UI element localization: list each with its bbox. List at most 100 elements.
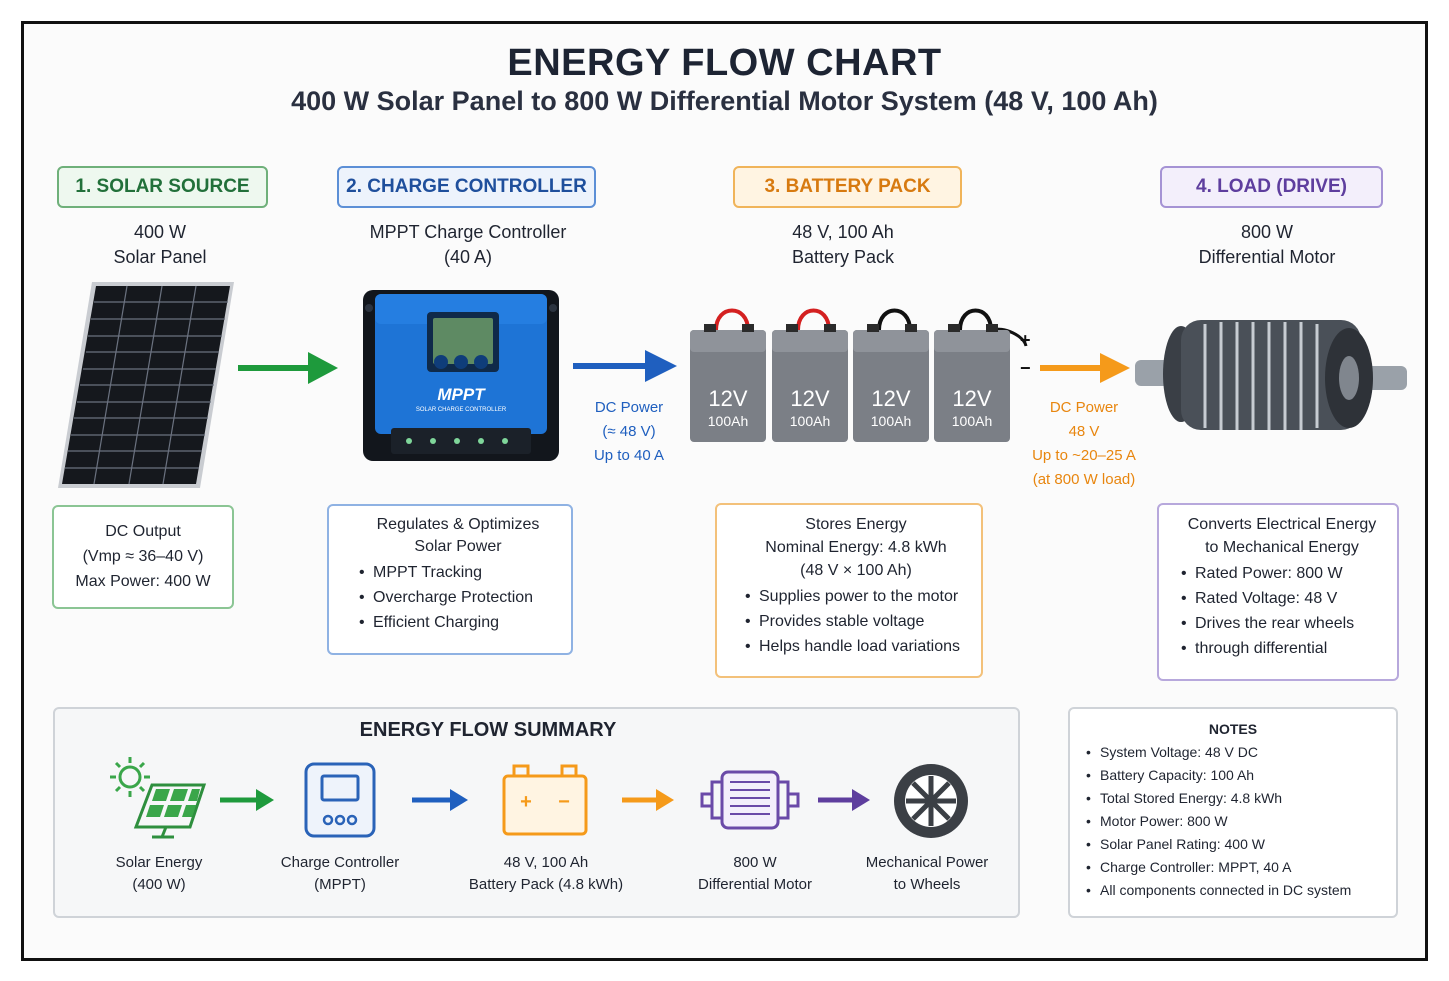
stage-tag-battery: 3. BATTERY PACK (733, 166, 962, 208)
battery-negative-terminal: − (1020, 358, 1031, 378)
stage-tag-solar: 1. SOLAR SOURCE (57, 166, 268, 208)
battery-voltage: 12V (871, 386, 910, 411)
battery-positive-terminal: + (1020, 330, 1031, 350)
callout-bullet: Rated Power: 800 W (1177, 561, 1387, 586)
battery-capacity: 100Ah (708, 413, 748, 429)
flow-line4: (at 800 W load) (1032, 471, 1136, 488)
dc-power-label-orange: DC Power 48 V Up to ~20–25 A (at 800 W l… (1020, 396, 1148, 492)
page-subtitle: 400 W Solar Panel to 800 W Differential … (291, 86, 1158, 116)
battery-capacity: 100Ah (790, 413, 830, 429)
callout-bullet: MPPT Tracking (355, 560, 561, 585)
summary-step-line: 800 W (733, 854, 777, 871)
stage-label-load: 800 W Differential Motor (1160, 220, 1374, 270)
differential-motor-image (1135, 320, 1407, 430)
flow-line3: Up to ~20–25 A (1032, 447, 1136, 464)
callout-title: Regulates & Optimizes (376, 516, 540, 533)
summary-step-line: Charge Controller (280, 854, 400, 871)
summary-step-line: to Wheels (893, 876, 961, 893)
stage-tag-controller: 2. CHARGE CONTROLLER (337, 166, 596, 208)
stage-label-line1: 400 W (133, 222, 187, 242)
notes-item: Total Stored Energy: 4.8 kWh (1084, 787, 1382, 810)
battery-icon-plus: + (520, 791, 532, 813)
stage-label-line2: Solar Panel (113, 247, 207, 267)
summary-step-line: Solar Energy (115, 854, 203, 871)
battery-voltage: 12V (790, 386, 829, 411)
callout-bullet: Drives the rear wheels (1177, 611, 1387, 636)
notes-item: Motor Power: 800 W (1084, 810, 1382, 833)
flow-line1: DC Power (594, 399, 664, 416)
charge-controller-icon (304, 762, 376, 838)
page-title: ENERGY FLOW CHART (507, 42, 942, 84)
summary-arrow-green (220, 789, 274, 811)
motor-icon (700, 770, 800, 830)
battery-capacity: 100Ah (871, 413, 911, 429)
summary-step-line: Differential Motor (698, 876, 812, 893)
dc-power-label-blue: DC Power (≈ 48 V) Up to 40 A (583, 396, 675, 468)
callout-battery: Stores Energy Nominal Energy: 4.8 kWh (4… (715, 503, 983, 678)
stage-tag-load: 4. LOAD (DRIVE) (1160, 166, 1383, 208)
notes-item: Charge Controller: MPPT, 40 A (1084, 856, 1382, 879)
flow-line1: DC Power (1049, 399, 1119, 416)
callout-bullet: Efficient Charging (355, 610, 561, 635)
battery-icon-minus: − (558, 791, 570, 813)
battery-voltage: 12V (708, 386, 747, 411)
callout-title: Stores Energy (805, 516, 907, 533)
stage-label-line2: Battery Pack (791, 247, 895, 267)
callout-title: Converts Electrical Energy (1187, 516, 1377, 533)
callout-solar-output: DC Output (Vmp ≈ 36–40 V) Max Power: 400… (52, 505, 234, 609)
callout-title: (48 V × 100 Ah) (800, 562, 912, 579)
battery-pack-image: + − 12V 100Ah 12V 100Ah 12V 100Ah 12V 10… (690, 308, 1031, 442)
flow-line2: (≈ 48 V) (602, 423, 656, 440)
summary-step-wheels: Mechanical Power to Wheels (852, 852, 1002, 896)
summary-step-line: 48 V, 100 Ah (503, 854, 589, 871)
callout-title: to Mechanical Energy (1205, 539, 1359, 556)
battery-icon: + − (502, 764, 588, 836)
solar-panel-image (58, 282, 234, 488)
summary-step-controller: Charge Controller (MPPT) (266, 852, 414, 896)
stage-label-line1: 48 V, 100 Ah (792, 222, 894, 242)
summary-arrow-blue (412, 789, 468, 811)
summary-step-battery: 48 V, 100 Ah Battery Pack (4.8 kWh) (456, 852, 636, 896)
callout-bullet: Rated Voltage: 48 V (1177, 586, 1387, 611)
mppt-brand-label: MPPT (437, 385, 486, 404)
summary-step-solar: Solar Energy (400 W) (94, 852, 224, 896)
callout-bullet: Overcharge Protection (355, 585, 561, 610)
flow-line2: 48 V (1068, 423, 1100, 440)
callout-bullet: Supplies power to the motor (741, 584, 971, 609)
stage-label-solar: 400 W Solar Panel (60, 220, 260, 270)
blue-flow-arrow (573, 350, 677, 382)
orange-flow-arrow (1040, 353, 1130, 383)
summary-step-line: Mechanical Power (865, 854, 989, 871)
callout-bullet: Helps handle load variations (741, 634, 971, 659)
stage-label-controller: MPPT Charge Controller (40 A) (338, 220, 598, 270)
callout-title: Solar Power (414, 538, 502, 555)
mppt-model-label: SOLAR CHARGE CONTROLLER (416, 407, 507, 413)
callout-title: Nominal Energy: 4.8 kWh (765, 539, 947, 556)
mppt-controller-image: MPPT SOLAR CHARGE CONTROLLER (363, 290, 559, 461)
green-flow-arrow (238, 352, 338, 384)
summary-step-line: (MPPT) (314, 876, 366, 893)
callout-line: DC Output (105, 523, 181, 540)
notes-title: NOTES (1208, 721, 1258, 737)
summary-title: ENERGY FLOW SUMMARY (359, 719, 617, 741)
wheel-icon (894, 764, 968, 838)
notes-item: Battery Capacity: 100 Ah (1084, 764, 1382, 787)
stage-label-battery: 48 V, 100 Ah Battery Pack (733, 220, 953, 270)
stage-label-line1: MPPT Charge Controller (369, 222, 567, 242)
stage-label-line2: (40 A) (443, 247, 493, 267)
summary-step-line: (400 W) (132, 876, 186, 893)
summary-arrow-orange (622, 789, 674, 811)
flow-line3: Up to 40 A (593, 447, 665, 464)
callout-line: (Vmp ≈ 36–40 V) (82, 548, 204, 565)
callout-controller: Regulates & Optimizes Solar Power MPPT T… (327, 504, 573, 655)
stage-label-line2: Differential Motor (1198, 247, 1336, 267)
callout-bullet: Provides stable voltage (741, 609, 971, 634)
callout-bullet-text: through differential (1195, 640, 1328, 657)
callout-motor: Converts Electrical Energy to Mechanical… (1157, 503, 1399, 681)
battery-capacity: 100Ah (952, 413, 992, 429)
solar-energy-icon (110, 757, 207, 839)
summary-arrow-purple (818, 789, 870, 811)
summary-step-motor: 800 W Differential Motor (680, 852, 830, 896)
callout-bullet-continuation: through differential (1177, 636, 1387, 661)
battery-voltage: 12V (952, 386, 991, 411)
